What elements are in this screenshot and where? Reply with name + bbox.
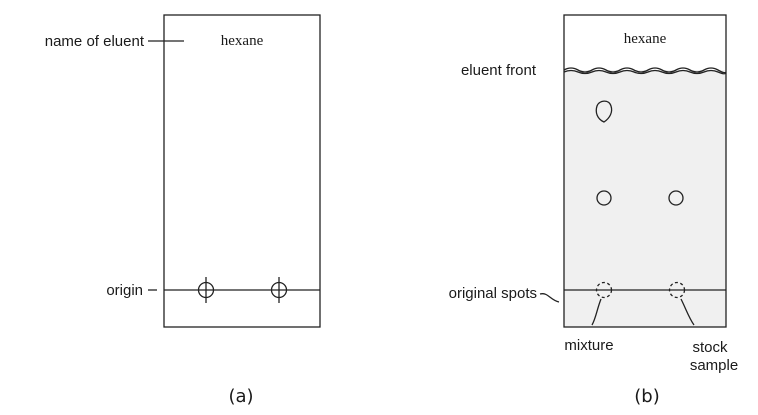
plate-b-spot-upper — [595, 100, 613, 123]
plate-b-stock-label-line1: stock — [692, 339, 728, 356]
plate-b-developed-region — [564, 70, 726, 327]
plate-b-outline — [563, 14, 727, 328]
plate-a-eluent-name: hexane — [221, 33, 264, 49]
plate-b-spots-pointer — [539, 293, 560, 303]
plate-b-spot-middle — [596, 190, 612, 206]
plate-b-stock-pointer — [680, 298, 695, 326]
plate-a: hexane name of eluent origin (a) — [45, 14, 321, 407]
plate-b-original-spot-stock — [668, 281, 686, 299]
plate-b-stock-label-line2: sample — [690, 357, 738, 374]
plate-b-eluent-name: hexane — [624, 31, 667, 47]
plate-b-mixture-label: mixture — [564, 337, 613, 354]
plate-b-caption: (b) — [634, 386, 659, 407]
plate-b-front-label: eluent front — [461, 62, 537, 79]
plate-a-origin-label: origin — [106, 282, 143, 299]
plate-a-spot-2 — [270, 277, 288, 303]
plate-b-mixture-pointer — [591, 298, 602, 326]
plate-a-eluent-label: name of eluent — [45, 33, 145, 50]
plate-b: hexane eluent front original spots mixtu… — [449, 14, 738, 407]
plate-a-caption: (a) — [228, 386, 253, 407]
plate-b-spots-label: original spots — [449, 285, 537, 302]
plate-b-eluent-front-line — [563, 67, 727, 74]
plate-a-outline — [163, 14, 321, 328]
plate-b-stock-spot — [668, 190, 684, 206]
plate-b-original-spot-mixture — [595, 281, 613, 299]
plate-a-spot-1 — [197, 277, 215, 303]
